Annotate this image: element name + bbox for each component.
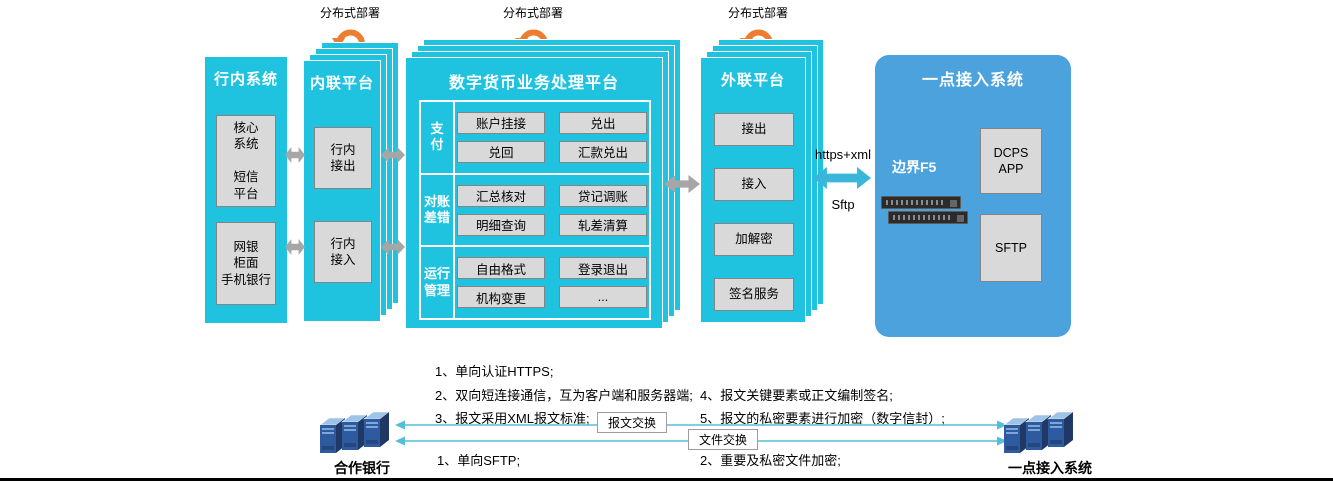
dc-row-label: 对账 差错 (421, 174, 455, 246)
module-button: 贷记调账 (559, 184, 647, 207)
module-button: 汇总核对 (457, 184, 545, 207)
module-button: 自由格式 (457, 257, 545, 280)
dc-row-label: 运行 管理 (421, 247, 455, 319)
dc-row-buttons: 自由格式 登录退出 机构变更 ... (455, 247, 649, 318)
network-switch-icon (888, 211, 968, 224)
intra-platform-title: 内联平台 (309, 75, 374, 92)
border-f5-label: 边界F5 (892, 159, 937, 175)
deployment-label-text: 分布式部署 (727, 6, 788, 20)
server-cluster-icon (1003, 411, 1074, 453)
deployment-label-1: 分布式部署 (305, 4, 395, 55)
module-button: ... (559, 286, 647, 309)
note-line-5: 5、报文的私密要素进行加密（数字信封）; (700, 411, 945, 426)
deployment-label-text: 分布式部署 (502, 6, 563, 20)
access-system-panel: 一点接入系统 边界F5 DCPS APP SFTP (875, 55, 1071, 337)
deployment-label-text: 分布式部署 (319, 6, 380, 20)
note-sftp-2: 2、重要及私密文件加密; (700, 453, 841, 468)
dc-row-label: 支 付 (421, 102, 455, 173)
module-button: 明细查询 (457, 213, 545, 236)
module-button: 账户挂接 (457, 111, 545, 134)
module-button: 轧差清算 (559, 213, 647, 236)
module-button: 登录退出 (559, 257, 647, 280)
core-system-box: 核心 系统 短信 平台 (216, 115, 276, 207)
inbank-system-panel: 行内系统 核心 系统 短信 平台 网银 柜面 手机银行 (205, 57, 287, 323)
module-button: 兑出 (559, 111, 647, 134)
note-line-1: 1、单向认证HTTPS; (435, 364, 554, 379)
dc-platform-panel: 数字货币业务处理平台 支 付 账户挂接 兑出 兑回 汇款兑出 对账 差错 汇总核… (405, 57, 663, 329)
dc-platform-title: 数字货币业务处理平台 (448, 75, 619, 92)
protocol-label-sftp: Sftp (831, 197, 855, 212)
double-arrow (664, 175, 700, 193)
inbank-system-title: 行内系统 (213, 71, 278, 88)
double-arrow (381, 239, 405, 255)
access-system-title: 一点接入系统 (921, 72, 1024, 89)
double-arrow (285, 147, 305, 163)
intra-in-box: 行内 接入 (314, 221, 372, 283)
intra-platform-panel: 内联平台 行内 接出 行内 接入 (303, 60, 381, 322)
extra-out-box: 接出 (714, 113, 794, 146)
channel-system-box: 网银 柜面 手机银行 (216, 222, 276, 305)
module-button: 机构变更 (457, 286, 545, 309)
double-arrow (381, 147, 405, 163)
intra-out-box: 行内 接出 (314, 127, 372, 189)
dc-row-buttons: 汇总核对 贷记调账 明细查询 轧差清算 (455, 175, 649, 246)
dcps-app-box: DCPS APP (980, 128, 1042, 194)
dc-row-reconciliation: 对账 差错 汇总核对 贷记调账 明细查询 轧差清算 (421, 174, 649, 248)
note-line-4: 4、报文关键要素或正文编制签名; (700, 388, 893, 403)
bottom-border-line (0, 478, 1333, 481)
note-line-3: 3、报文采用XML报文标准; (435, 411, 590, 426)
module-button: 兑回 (457, 140, 545, 163)
endpoint-label-left: 合作银行 (334, 460, 390, 476)
endpoint-label-right: 一点接入系统 (1008, 460, 1092, 476)
note-sftp-1: 1、单向SFTP; (437, 453, 521, 468)
file-exchange-label: 文件交换 (688, 429, 759, 450)
signature-service-box: 签名服务 (714, 278, 794, 311)
extra-in-box: 接入 (714, 168, 794, 201)
protocol-label-https: https+xml (815, 147, 871, 162)
server-cluster-icon (319, 411, 390, 453)
module-button: 汇款兑出 (559, 140, 647, 163)
network-switch-icon (881, 196, 961, 209)
note-line-2: 2、双向短连接通信，互为客户端和服务器端; (435, 388, 693, 403)
dc-row-payment: 支 付 账户挂接 兑出 兑回 汇款兑出 (421, 102, 649, 175)
extra-platform-title: 外联平台 (720, 72, 785, 89)
encrypt-decrypt-box: 加解密 (714, 223, 794, 256)
sftp-box: SFTP (980, 214, 1042, 282)
extra-platform-panel: 外联平台 接出 接入 加解密 签名服务 (700, 57, 806, 323)
message-exchange-label: 报文交换 (597, 412, 668, 433)
dc-row-operations: 运行 管理 自由格式 登录退出 机构变更 ... (421, 247, 649, 319)
dc-platform-modules: 支 付 账户挂接 兑出 兑回 汇款兑出 对账 差错 汇总核对 贷记调账 明细查询… (419, 100, 651, 320)
dc-row-buttons: 账户挂接 兑出 兑回 汇款兑出 (455, 102, 649, 173)
double-arrow (285, 239, 305, 255)
